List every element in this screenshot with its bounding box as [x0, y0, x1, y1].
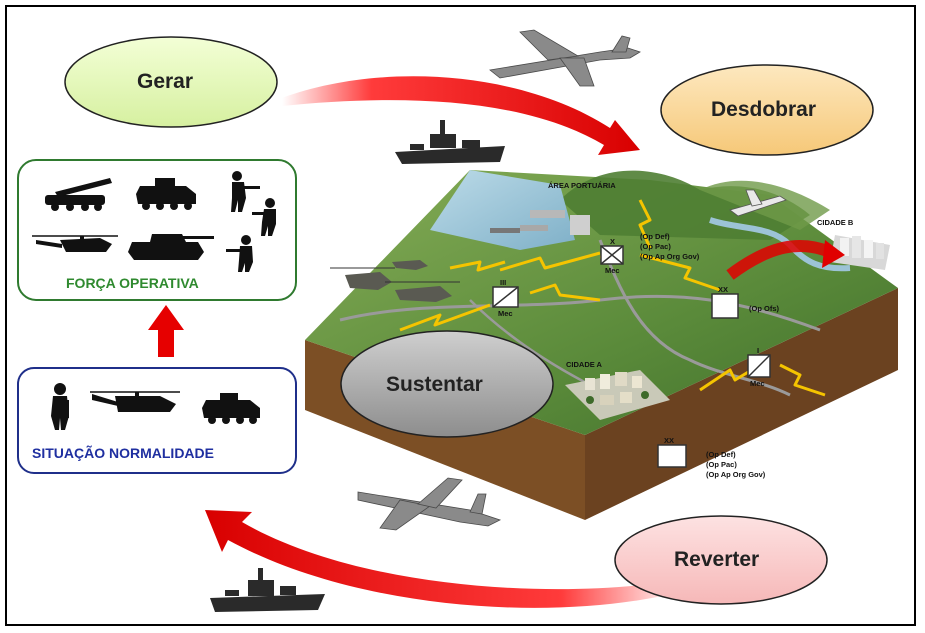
city-b-buildings: [830, 235, 890, 270]
op-def-1: (Op Def): [640, 232, 670, 241]
normal-situation-label: SITUAÇÃO NORMALIDADE: [32, 445, 214, 461]
city-b-label: CIDADE B: [817, 218, 854, 227]
unit-regiment-mec: Mec: [498, 309, 513, 318]
unit-brigade-echelon: X: [610, 237, 616, 246]
comm-links: [399, 199, 826, 397]
unit-regiment-echelon: III: [500, 278, 507, 287]
soldier-icon-1: [231, 171, 260, 212]
op-ofs: (Op Ofs): [749, 304, 779, 313]
unit-symbols: [492, 245, 771, 468]
stage-deploy-label: Desdobrar: [711, 98, 817, 121]
transport-plane-icon: [489, 29, 641, 87]
operational-force-label: FORÇA OPERATIVA: [66, 275, 199, 291]
op-def-2: (Op Def): [706, 450, 736, 459]
op-pac-2: (Op Pac): [706, 460, 737, 469]
port-area-label: ÁREA PORTUÁRIA: [548, 181, 616, 190]
warship-icon: [395, 120, 505, 164]
unit-battalion-echelon: I: [757, 346, 760, 355]
unit-division-echelon: XX: [718, 285, 729, 294]
armored-vehicle-icon: [136, 178, 196, 210]
stage-revert-label: Reverter: [674, 548, 760, 571]
port-docks: [490, 210, 590, 235]
city-a-buildings: [565, 370, 670, 420]
unit-battalion-mec: Mec: [750, 379, 765, 388]
soldier-icon-3: [226, 235, 253, 272]
ellipse-deploy: [660, 64, 874, 156]
ellipse-sustain: [340, 330, 554, 438]
op-ap-1: (Op Ap Org Gov): [640, 252, 700, 261]
operational-force-silhouettes: [32, 171, 276, 272]
soldier-standing-icon: [51, 383, 69, 430]
op-pac-1: (Op Pac): [640, 242, 671, 251]
stage-sustain-label: Sustentar: [386, 373, 483, 396]
warship-bottom-icon: [210, 568, 325, 612]
city-a-label: CIDADE A: [566, 360, 602, 369]
arrow-revert-to-force: [205, 510, 680, 608]
outer-frame: [5, 5, 916, 626]
arrow-normal-to-force: [148, 305, 184, 357]
missile-launcher-icon: [45, 178, 112, 211]
arrow-generate-to-deploy: [282, 76, 640, 155]
armored-vehicle-small-icon: [202, 393, 260, 424]
op-ap-2: (Op Ap Org Gov): [706, 470, 766, 479]
helicopter-map-icon: [330, 260, 460, 302]
normal-situation-silhouettes: [51, 383, 260, 430]
ellipse-generate: [64, 36, 278, 128]
tank-icon: [128, 234, 214, 260]
ellipse-revert: [614, 515, 828, 605]
stage-generate-label: Gerar: [137, 70, 194, 93]
transport-plane-bottom-icon: [357, 477, 502, 531]
transport-helicopter-icon: [90, 391, 180, 412]
unit-division-2-echelon: XX: [664, 436, 675, 445]
fighter-plane-icon: [729, 189, 787, 217]
soldier-icon-2: [252, 198, 276, 236]
unit-brigade-mec: Mec: [605, 266, 620, 275]
attack-helicopter-icon: [32, 235, 118, 252]
